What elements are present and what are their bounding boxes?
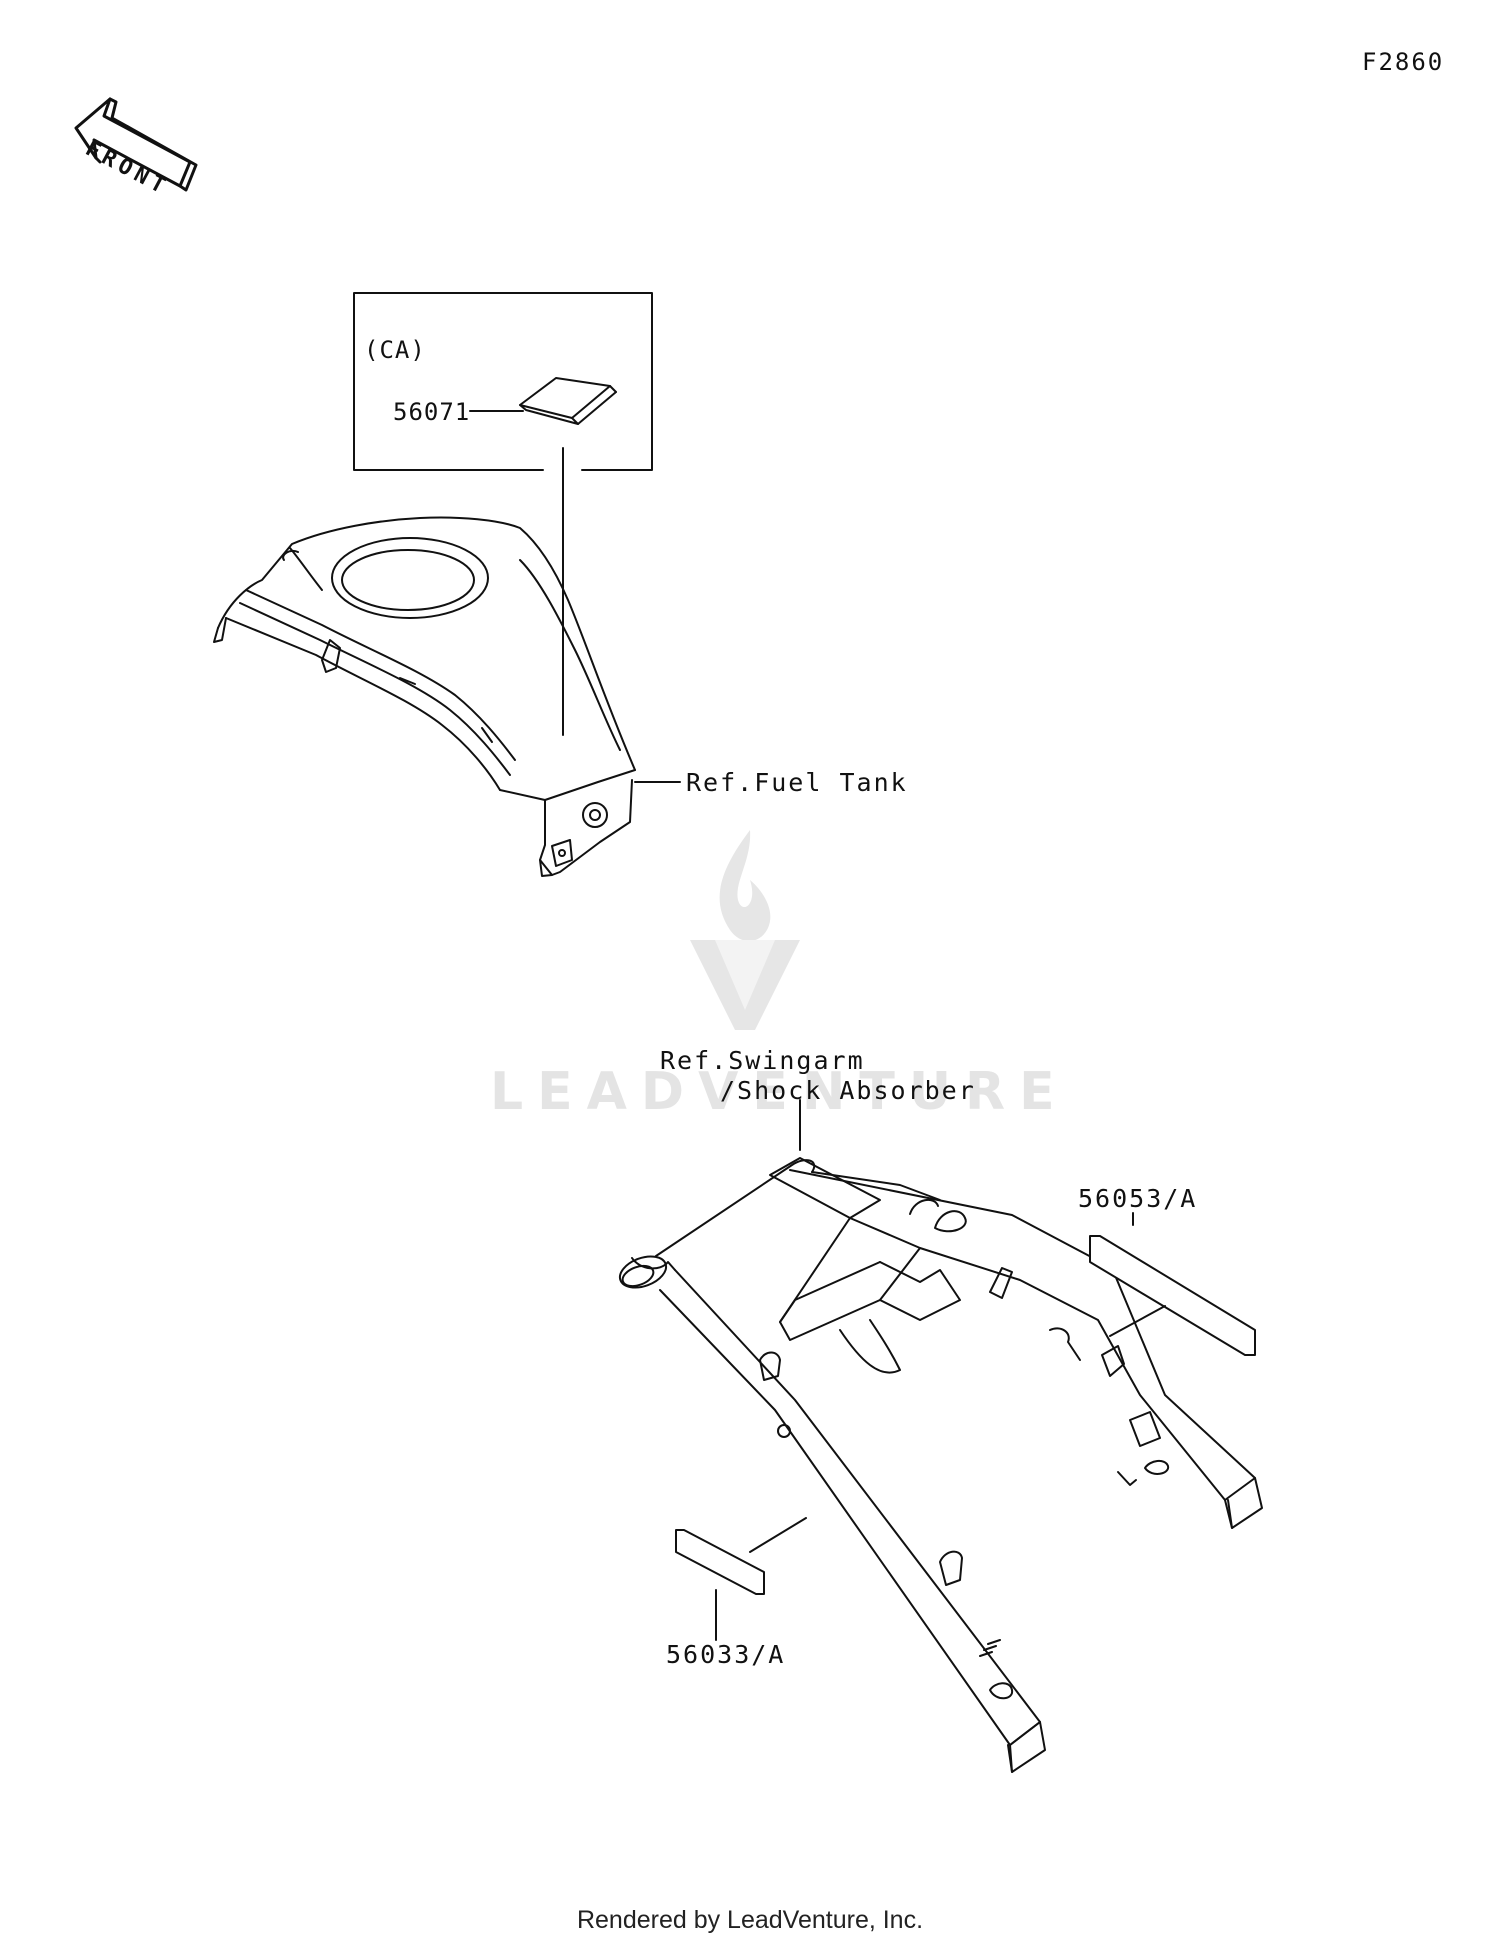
ca-insert-box: [353, 292, 653, 736]
footer-credit: Rendered by LeadVenture, Inc.: [576, 1906, 924, 1934]
fuel-tank-cover: [213, 516, 636, 877]
swingarm: [618, 1099, 1263, 1773]
label-decal-56071: [519, 377, 617, 425]
shock-absorber-ref-label: /Shock Absorber: [720, 1076, 976, 1105]
leadventure-watermark-logo: [690, 830, 800, 1030]
part-number-56053a: 56053/A: [1078, 1184, 1198, 1213]
fuel-tank-ref-label: Ref.Fuel Tank: [686, 768, 908, 797]
part-number-56033a: 56033/A: [666, 1640, 786, 1669]
swingarm-ref-label: Ref.Swingarm: [660, 1046, 865, 1075]
ca-region-label: (CA): [364, 336, 426, 364]
label-decal-56033a: [675, 1517, 807, 1641]
label-decal-56053a: [1089, 1212, 1256, 1356]
part-number-56071: 56071: [393, 398, 471, 426]
diagram-code: F2860: [1362, 48, 1445, 76]
front-arrow-icon: [74, 97, 198, 192]
watermark-text: LEADVENTURE: [490, 1062, 1069, 1122]
